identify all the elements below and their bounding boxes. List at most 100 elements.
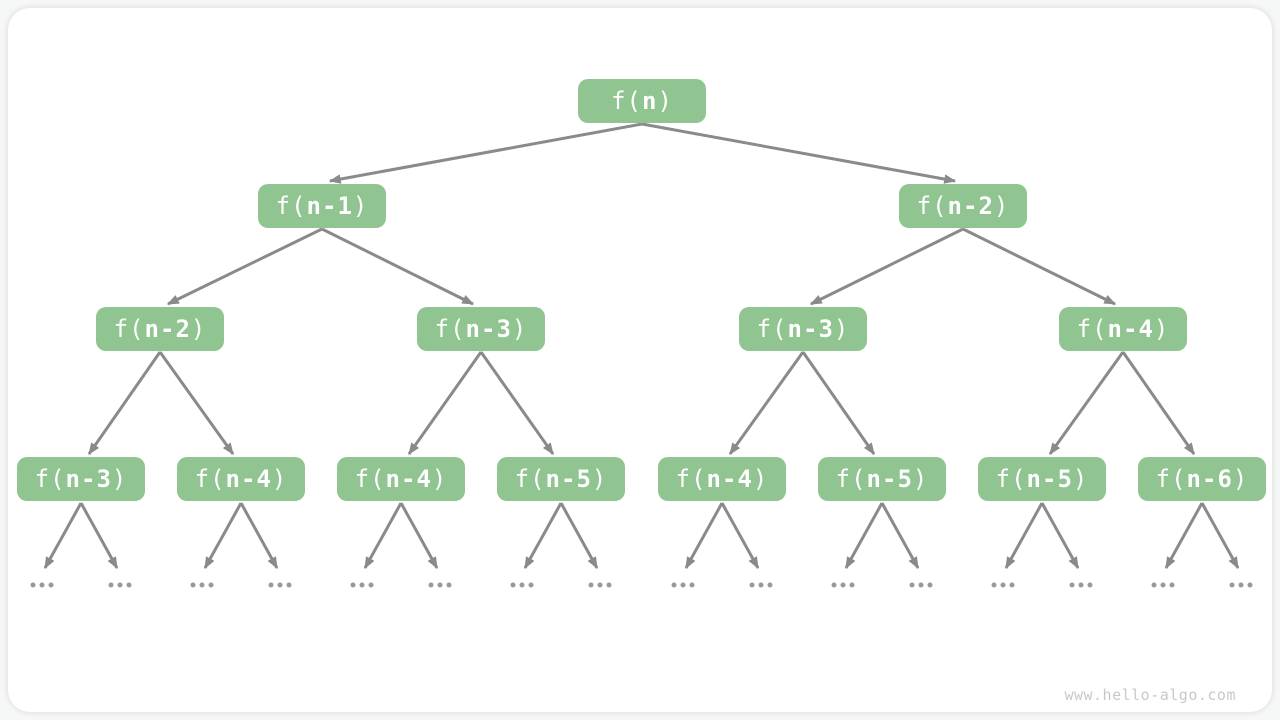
ellipsis-dot (117, 582, 123, 588)
node-label-bold: n-2 (947, 192, 994, 220)
ellipsis-dot (749, 582, 755, 588)
ellipsis-dot (1229, 582, 1235, 588)
edge-arrow (1121, 351, 1196, 455)
ellipsis-dot (510, 582, 516, 588)
node-label-pre: f( (675, 465, 707, 493)
ellipsis-dot (597, 582, 603, 588)
node-label-post: ) (833, 315, 850, 343)
node-label-pre: f( (995, 465, 1027, 493)
ellipsis-dot (767, 582, 773, 588)
ellipsis-dot (286, 582, 292, 588)
node-label-post: ) (752, 465, 769, 493)
node-label-post: ) (993, 192, 1010, 220)
node-label-pre: f( (756, 315, 788, 343)
ellipsis-dot (758, 582, 764, 588)
tree-node: f(n-3) (17, 457, 145, 501)
ellipsis-leaf (1229, 582, 1253, 588)
node-label-bold: n-3 (465, 315, 512, 343)
ellipsis-dot (689, 582, 695, 588)
ellipsis-dot (1169, 582, 1175, 588)
ellipsis-leaf (510, 582, 534, 588)
ellipsis-dot (680, 582, 686, 588)
ellipsis-leaf (671, 582, 695, 588)
edge-arrow (239, 502, 279, 570)
edge-arrow (844, 502, 884, 570)
edge-arrow (1048, 351, 1125, 455)
edge-arrow (87, 351, 162, 455)
node-label-post: ) (111, 465, 128, 493)
ellipsis-dot (849, 582, 855, 588)
edge-arrow (203, 502, 243, 570)
ellipsis-dot (1087, 582, 1093, 588)
tree-node: f(n-1) (258, 184, 386, 228)
ellipsis-leaf (1069, 582, 1093, 588)
ellipsis-dot (1009, 582, 1015, 588)
tree-node: f(n-4) (177, 457, 305, 501)
edge-arrow (1164, 502, 1204, 570)
node-label-post: ) (352, 192, 369, 220)
ellipsis-dot (519, 582, 525, 588)
edge-arrow (399, 502, 439, 570)
ellipsis-dot (446, 582, 452, 588)
node-label-post: ) (1153, 315, 1170, 343)
ellipsis-dot (1238, 582, 1244, 588)
edge-arrow (684, 502, 724, 570)
ellipsis-dot (199, 582, 205, 588)
node-label-bold: n-4 (385, 465, 432, 493)
tree-node: f(n-4) (658, 457, 786, 501)
ellipsis-dot (1069, 582, 1075, 588)
edge-arrow (1004, 502, 1044, 570)
watermark: www.hello-algo.com (1064, 686, 1236, 704)
node-label-pre: f( (1076, 315, 1108, 343)
tree-node: f(n-2) (96, 307, 224, 351)
node-label-bold: n-4 (706, 465, 753, 493)
node-label-pre: f( (916, 192, 948, 220)
node-label-post: ) (912, 465, 929, 493)
edge-arrow (321, 227, 475, 306)
node-label-pre: f( (835, 465, 867, 493)
ellipsis-dot (831, 582, 837, 588)
node-label-post: ) (591, 465, 608, 493)
ellipsis-dot (208, 582, 214, 588)
edge-arrow (559, 502, 599, 570)
ellipsis-dot (588, 582, 594, 588)
ellipsis-dot (268, 582, 274, 588)
ellipsis-dot (991, 582, 997, 588)
ellipsis-dot (108, 582, 114, 588)
ellipsis-dot (927, 582, 933, 588)
ellipsis-dot (918, 582, 924, 588)
ellipsis-dot (48, 582, 54, 588)
edge-arrow (1200, 502, 1240, 570)
node-label-post: ) (431, 465, 448, 493)
edge-arrow (166, 227, 323, 306)
node-label-bold: n-2 (144, 315, 191, 343)
ellipsis-dot (1078, 582, 1084, 588)
ellipsis-dot (840, 582, 846, 588)
edge-arrow (79, 502, 119, 570)
tree-node: f(n-4) (337, 457, 465, 501)
ellipsis-dot (126, 582, 132, 588)
node-label-bold: n (642, 87, 658, 115)
node-label-post: ) (511, 315, 528, 343)
ellipsis-leaf (749, 582, 773, 588)
ellipsis-dot (368, 582, 374, 588)
node-label-bold: n-3 (65, 465, 112, 493)
node-label-post: ) (657, 87, 673, 115)
ellipsis-dot (909, 582, 915, 588)
node-label-pre: f( (34, 465, 66, 493)
edge-arrow (43, 502, 83, 570)
node-label-bold: n-4 (1107, 315, 1154, 343)
tree-node: f(n-2) (899, 184, 1027, 228)
edge-arrow (479, 351, 555, 455)
node-label-bold: n-3 (787, 315, 834, 343)
edge-arrow (728, 351, 805, 455)
ellipsis-leaf (30, 582, 54, 588)
tree-node: f(n-4) (1059, 307, 1187, 351)
ellipsis-dot (528, 582, 534, 588)
ellipsis-dot (30, 582, 36, 588)
edge-arrow (801, 351, 876, 455)
ellipsis-leaf (991, 582, 1015, 588)
ellipsis-leaf (1151, 582, 1175, 588)
node-label-post: ) (1232, 465, 1249, 493)
